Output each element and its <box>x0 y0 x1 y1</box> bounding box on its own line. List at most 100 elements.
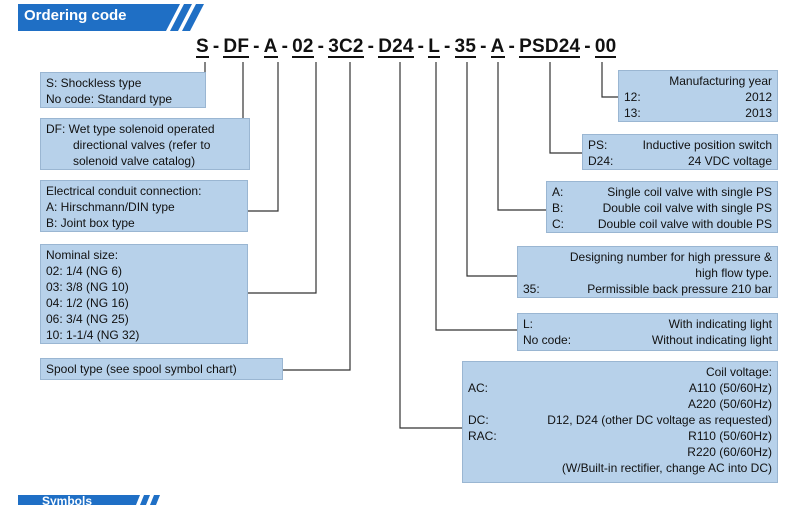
shockless-line-2: No code: Standard type <box>46 92 173 106</box>
section-header-banner <box>18 4 204 31</box>
voltage-rac-key: RAC: <box>468 429 497 443</box>
code-separator: - <box>317 36 325 57</box>
connector-conduit <box>248 62 279 212</box>
coil-key-a: A: <box>552 185 564 199</box>
coil-value-a: Single coil valve with single PS <box>607 185 772 199</box>
voltage-rac-row: RAC: R110 (50/60Hz) <box>468 428 772 444</box>
size-box: Nominal size: 02: 1/4 (NG 6) 03: 3/8 (NG… <box>40 244 248 344</box>
code-separator: - <box>508 36 516 57</box>
light-row-none: No code: Without indicating light <box>523 332 772 348</box>
ps-row: PS:Inductive position switch <box>588 137 772 153</box>
code-part-coil: A <box>490 36 505 58</box>
spool-line-1: Spool type (see spool symbol chart) <box>46 362 237 376</box>
light-value-none: Without indicating light <box>651 333 772 347</box>
size-line-5: 06: 3/4 (NG 25) <box>46 312 129 326</box>
year-value-12: 2012 <box>745 90 772 104</box>
voltage-ac-value-1: A110 (50/60Hz) <box>688 381 772 395</box>
code-part-year: 00 <box>594 36 617 58</box>
next-section-title: Symbols <box>42 494 93 508</box>
coil-value-c: Double coil valve with double PS <box>597 217 772 231</box>
conduit-line-2: A: Hirschmann/DIN type <box>46 200 175 214</box>
connector-year <box>601 62 618 98</box>
spool-box: Spool type (see spool symbol chart) <box>40 358 283 380</box>
coil-key-b: B: <box>552 201 564 215</box>
ps-key: PS: <box>588 138 608 152</box>
year-title: Manufacturing year <box>669 74 772 88</box>
design-line-2: high flow type. <box>695 266 772 280</box>
size-line-1: Nominal size: <box>46 248 119 262</box>
code-part-conduit: A <box>263 36 278 58</box>
design-number-box: Designing number for high pressure & hig… <box>517 246 778 298</box>
design-row-35: 35: Permissible back pressure 210 bar <box>523 281 772 297</box>
voltage-ac-value-2: A220 (50/60Hz) <box>687 397 772 411</box>
d24-row: D24: 24 VDC voltage <box>588 153 772 169</box>
coil-key-c: C: <box>552 217 564 231</box>
code-separator: - <box>281 36 289 57</box>
indicating-light-box: L: With indicating light No code: Without … <box>517 313 778 351</box>
code-separator: - <box>367 36 375 57</box>
connector-light <box>435 62 517 331</box>
d24-key: D24: <box>588 154 614 168</box>
year-value-13: 2013 <box>745 106 772 120</box>
connector-voltage <box>399 62 462 429</box>
code-separator: - <box>444 36 451 57</box>
coil-row-c: C: Double coil valve with double PS <box>552 216 772 232</box>
d24-value: 24 VDC voltage <box>687 154 772 168</box>
voltage-dc-row: DC: D12, D24 (other DC voltage as request… <box>468 412 772 428</box>
size-line-6: 10: 1-1/4 (NG 32) <box>46 328 140 342</box>
df-box: DF: Wet type solenoid operated direction… <box>40 118 250 170</box>
voltage-note: (W/Built-in rectifier, change AC into DC… <box>561 461 772 475</box>
code-separator: - <box>253 36 260 57</box>
voltage-dc-value: D12, D24 (other DC voltage as requested) <box>547 413 772 427</box>
shockless-box: S: Shockless type No code: Standard type <box>40 72 206 108</box>
light-value-l: With indicating light <box>668 317 772 331</box>
voltage-ac-key: AC: <box>468 381 489 395</box>
year-row-13: 13: 2013 <box>624 105 772 121</box>
size-line-3: 03: 3/8 (NG 10) <box>46 280 129 294</box>
connector-size <box>248 62 317 294</box>
shockless-line-1: S: Shockless type <box>46 76 142 90</box>
conduit-line-3: B: Joint box type <box>46 216 135 230</box>
code-part-spool: 3C2 <box>328 36 364 58</box>
conduit-line-1: Electrical conduit connection: <box>46 184 202 198</box>
voltage-title: Coil voltage: <box>705 365 772 379</box>
voltage-rac-value-2: R220 (60/60Hz) <box>687 445 772 459</box>
df-line-3: solenoid valve catalog) <box>73 154 196 168</box>
design-value-35: Permissible back pressure 210 bar <box>587 282 772 296</box>
code-separator: - <box>212 36 220 57</box>
connector-coil <box>497 62 546 211</box>
df-line-1: DF: Wet type solenoid operated <box>46 122 215 136</box>
model-code: S-DF-A-02-3C2-D24-L-35-A-PSD24-00 <box>196 36 617 58</box>
coil-voltage-box: Coil voltage: AC: A110 (50/60Hz) A220 (50… <box>462 361 778 483</box>
code-separator: - <box>584 36 591 57</box>
light-key-none: No code: <box>523 333 572 347</box>
year-key-13: 13: <box>624 106 641 120</box>
code-part-switch: PSD24 <box>519 36 581 58</box>
code-separator: - <box>480 36 487 57</box>
light-key-l: L: <box>523 317 534 331</box>
code-part-design: 35 <box>454 36 477 58</box>
next-section-banner <box>18 495 160 505</box>
coil-row-b: B: Double coil valve with single PS <box>552 200 772 216</box>
code-part-s: S <box>196 36 209 58</box>
code-separator: - <box>417 36 425 57</box>
code-part-size: 02 <box>292 36 314 58</box>
coil-value-b: Double coil valve with single PS <box>602 201 772 215</box>
light-row-l: L: With indicating light <box>523 316 772 332</box>
size-line-4: 04: 1/2 (NG 16) <box>46 296 129 310</box>
code-part-df: DF <box>223 36 250 58</box>
connector-switch <box>549 62 582 154</box>
coil-row-a: A: Single coil valve with single PS <box>552 184 772 200</box>
connector-spool <box>283 62 351 371</box>
position-switch-box: PS:Inductive position switch D24: 24 VDC … <box>582 134 778 170</box>
coil-type-box: A: Single coil valve with single PS B: Dou… <box>546 181 778 233</box>
voltage-ac-row: AC: A110 (50/60Hz) <box>468 380 772 396</box>
year-box: Manufacturing year 12:2012 13: 2013 <box>618 70 778 122</box>
size-line-2: 02: 1/4 (NG 6) <box>46 264 123 278</box>
design-key-35: 35: <box>523 282 540 296</box>
voltage-rac-value-1: R110 (50/60Hz) <box>688 429 772 443</box>
voltage-dc-key: DC: <box>468 413 489 427</box>
year-row-12: 12:2012 <box>624 89 772 105</box>
code-part-light: L <box>428 36 441 58</box>
